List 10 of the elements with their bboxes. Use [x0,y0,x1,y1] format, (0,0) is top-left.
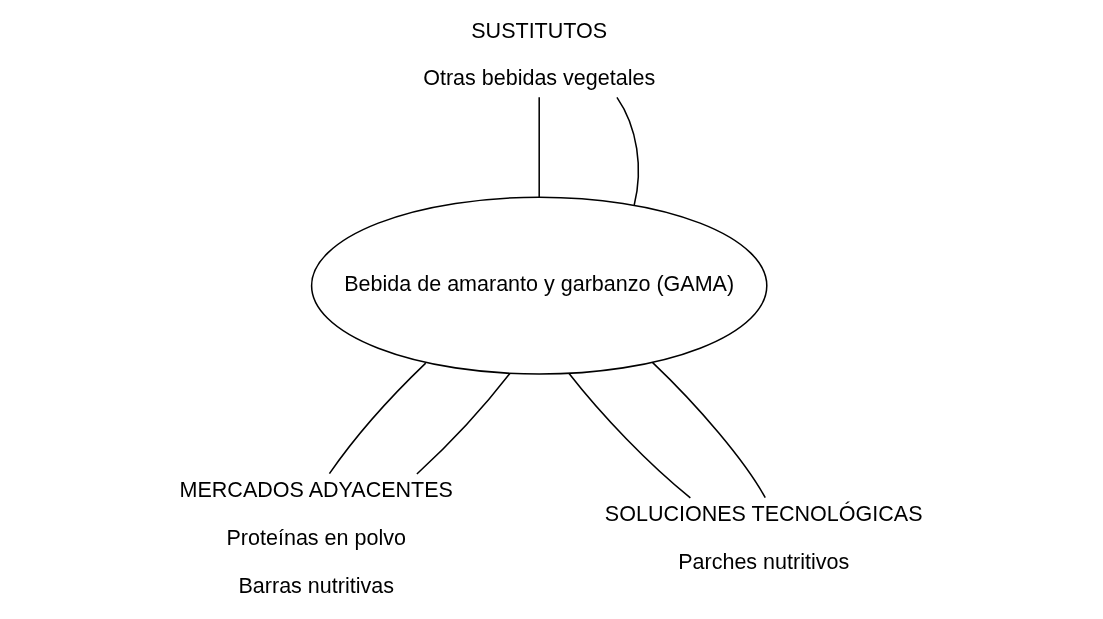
node-ellipse: Bebida de amaranto y garbanzo (GAMA) [310,196,768,375]
connector [568,372,692,499]
connector [328,362,427,475]
connector [651,361,766,499]
node-text: SUSTITUTOS Otras bebidas vegetales [423,18,656,91]
connector [538,96,540,198]
node-text: SOLUCIONES TECNOLÓGICAS Parches nutritivos [604,502,923,574]
node-text: MERCADOS ADYACENTES Proteínas en polvo Barras nutritivas [179,478,453,598]
connector [416,372,511,475]
connector [616,96,640,206]
